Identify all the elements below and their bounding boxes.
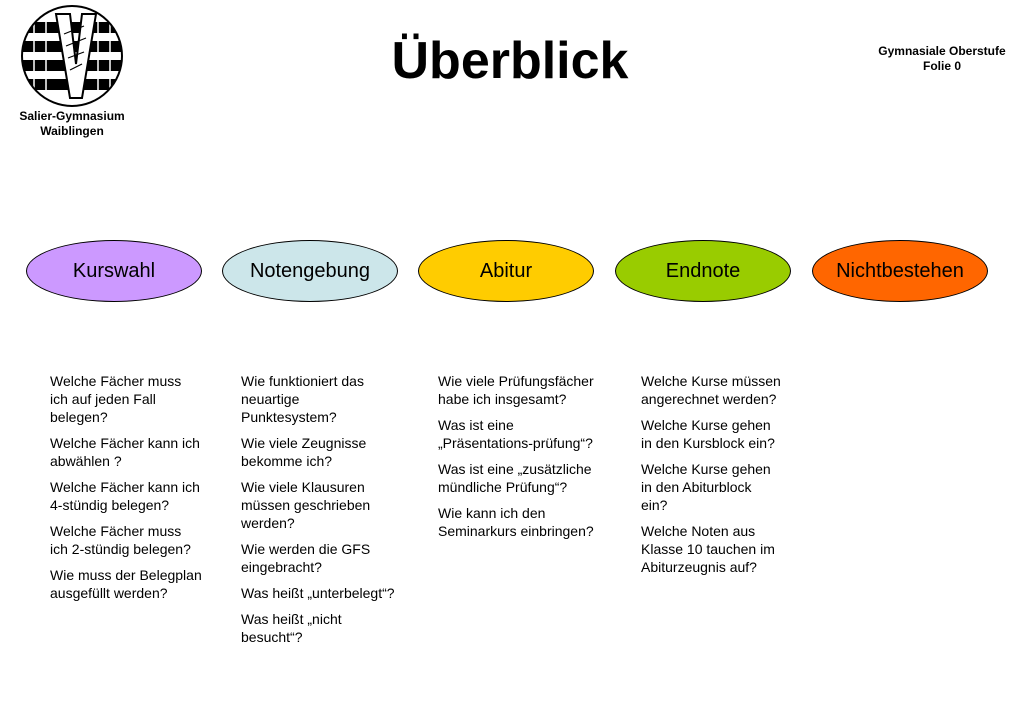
topic-abitur-button[interactable]: Abitur [418, 240, 594, 302]
question-item: Wie viele Zeugnisse bekomme ich? [241, 435, 367, 469]
question-item: Welche Fächer muss ich 2-stündig belegen… [50, 523, 191, 557]
question-item: Was ist eine „Präsentations-prüfung“? [438, 417, 593, 451]
topic-endnote-button[interactable]: Endnote [615, 240, 791, 302]
question-item: Was heißt „nicht besucht“? [241, 611, 342, 645]
question-item: Welche Kurse müssen angerechnet werden? [641, 373, 781, 407]
question-item: Wie viele Klausuren müssen geschrieben w… [241, 479, 371, 531]
topic-notengebung-button[interactable]: Notengebung [222, 240, 398, 302]
topic-kurswahl-button[interactable]: Kurswahl [26, 240, 202, 302]
question-item: Was heißt „unterbelegt“? [241, 585, 395, 601]
question-item: Welche Kurse gehen in den Kursblock ein? [641, 417, 775, 451]
question-item: Wie funktioniert das neuartige Punktesys… [241, 373, 364, 425]
slide-info-line2: Folie 0 [922, 59, 961, 73]
school-name: Salier-Gymnasium Waiblingen [0, 109, 144, 139]
question-item: Wie viele Prüfungsfächer habe ich insges… [438, 373, 594, 407]
question-item: Was ist eine „zusätzliche mündliche Prüf… [438, 461, 592, 495]
question-item: Welche Noten aus Klasse 10 tauchen im Ab… [641, 523, 775, 575]
topic-nichtbestehen-button[interactable]: Nichtbestehen [812, 240, 988, 302]
question-item: Wie kann ich den Seminarkurs einbringen? [438, 505, 594, 539]
question-item: Welche Fächer muss ich auf jeden Fall be… [50, 373, 182, 425]
slide-info-line1: Gymnasiale Oberstufe [878, 44, 1006, 58]
page-title: Überblick [391, 32, 629, 90]
school-name-line1: Salier-Gymnasium [19, 109, 125, 123]
abitur-questions: Wie viele Prüfungsfächer habe ich insges… [438, 372, 598, 548]
school-logo [21, 5, 123, 107]
notengebung-questions: Wie funktioniert das neuartige Punktesys… [241, 372, 396, 654]
school-name-line2: Waiblingen [40, 124, 104, 138]
question-item: Welche Kurse gehen in den Abiturblock ei… [641, 461, 771, 513]
endnote-questions: Welche Kurse müssen angerechnet werden? … [641, 372, 781, 584]
question-item: Welche Fächer kann ich abwählen ? [50, 435, 200, 469]
slide-info: Gymnasiale Oberstufe Folie 0 [862, 44, 1020, 74]
question-item: Wie werden die GFS eingebracht? [241, 541, 371, 575]
question-item: Wie muss der Belegplan ausgefüllt werden… [50, 567, 202, 601]
kurswahl-questions: Welche Fächer muss ich auf jeden Fall be… [50, 372, 202, 610]
question-item: Welche Fächer kann ich 4-stündig belegen… [50, 479, 200, 513]
